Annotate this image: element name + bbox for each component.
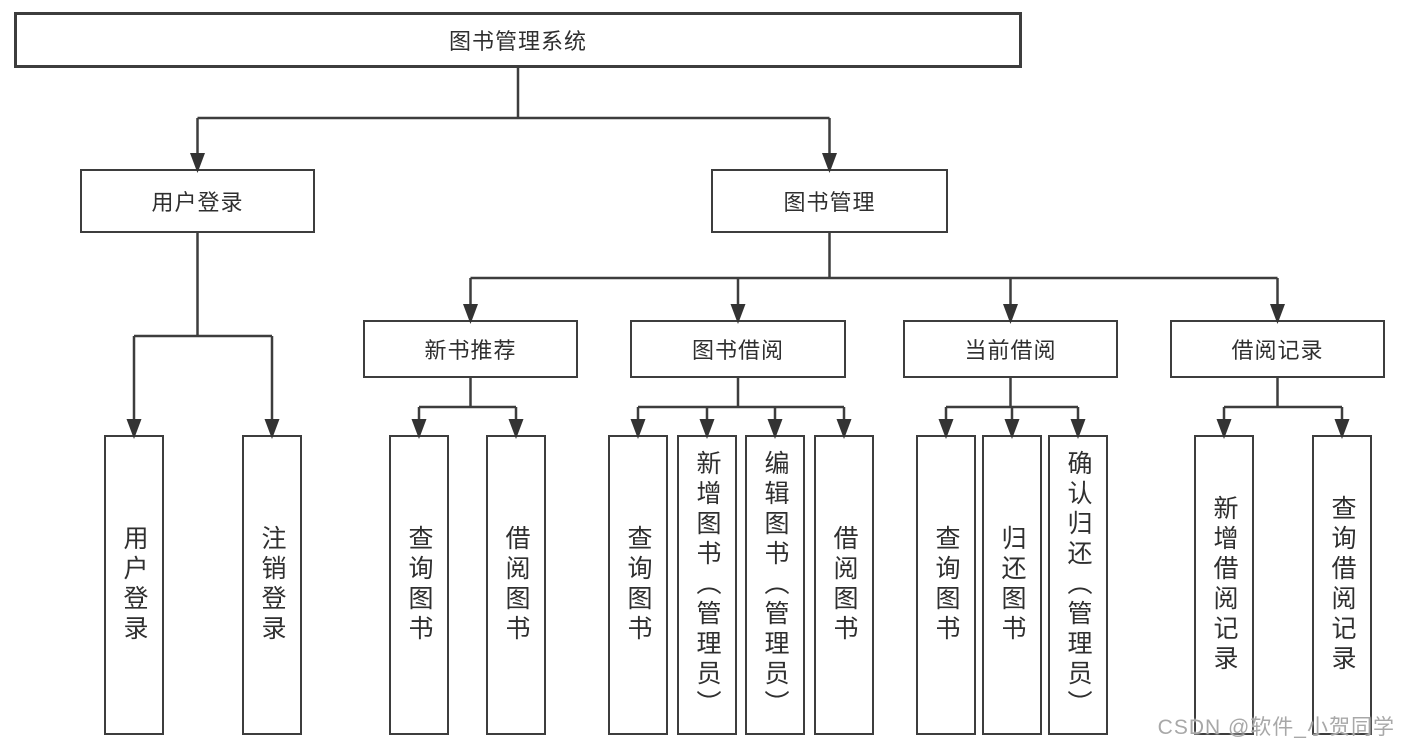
leaf-add-borrow-record: 新增借阅记录	[1194, 435, 1254, 735]
node-label: 新书推荐	[424, 338, 517, 363]
node-label: 编辑图书（管理员）	[761, 450, 789, 720]
node-new-book-recommend: 新书推荐	[363, 320, 578, 378]
leaf-borrow-books-borrowing: 借阅图书	[814, 435, 874, 735]
leaf-query-books-recommend: 查询图书	[389, 435, 449, 735]
node-label: 确认归还（管理员）	[1064, 450, 1092, 720]
node-label: 查询图书	[932, 525, 960, 645]
node-label: 新增图书（管理员）	[693, 450, 721, 720]
node-borrowing-records: 借阅记录	[1170, 320, 1385, 378]
node-current-borrowing: 当前借阅	[903, 320, 1118, 378]
node-book-borrowing: 图书借阅	[630, 320, 846, 378]
node-label: 图书管理系统	[448, 29, 587, 54]
node-label: 用户登录	[151, 190, 244, 215]
csdn-watermark: CSDN @软件_小贺同学	[1157, 716, 1395, 739]
leaf-query-books-borrowing: 查询图书	[608, 435, 668, 735]
node-book-management: 图书管理	[711, 169, 948, 233]
leaf-confirm-return-admin: 确认归还（管理员）	[1048, 435, 1108, 735]
node-label: 图书借阅	[691, 338, 784, 363]
node-label: 借阅图书	[502, 525, 530, 645]
node-label: 当前借阅	[964, 338, 1057, 363]
leaf-user-login: 用户登录	[104, 435, 164, 735]
leaf-edit-books-admin: 编辑图书（管理员）	[745, 435, 805, 735]
node-label: 归还图书	[998, 525, 1026, 645]
leaf-return-books: 归还图书	[982, 435, 1042, 735]
node-label: 查询图书	[624, 525, 652, 645]
node-library-management-system: 图书管理系统	[14, 12, 1022, 68]
leaf-query-books-current: 查询图书	[916, 435, 976, 735]
leaf-query-borrow-record: 查询借阅记录	[1312, 435, 1372, 735]
node-user-login: 用户登录	[80, 169, 315, 233]
node-label: 图书管理	[783, 190, 876, 215]
leaf-logout: 注销登录	[242, 435, 302, 735]
node-label: 查询借阅记录	[1328, 495, 1356, 675]
node-label: 注销登录	[258, 525, 286, 645]
node-label: 用户登录	[120, 525, 148, 645]
node-label: 借阅记录	[1231, 338, 1324, 363]
node-label: 新增借阅记录	[1210, 495, 1238, 675]
node-label: 借阅图书	[830, 525, 858, 645]
leaf-add-books-admin: 新增图书（管理员）	[677, 435, 737, 735]
node-label: 查询图书	[405, 525, 433, 645]
leaf-borrow-books-recommend: 借阅图书	[486, 435, 546, 735]
